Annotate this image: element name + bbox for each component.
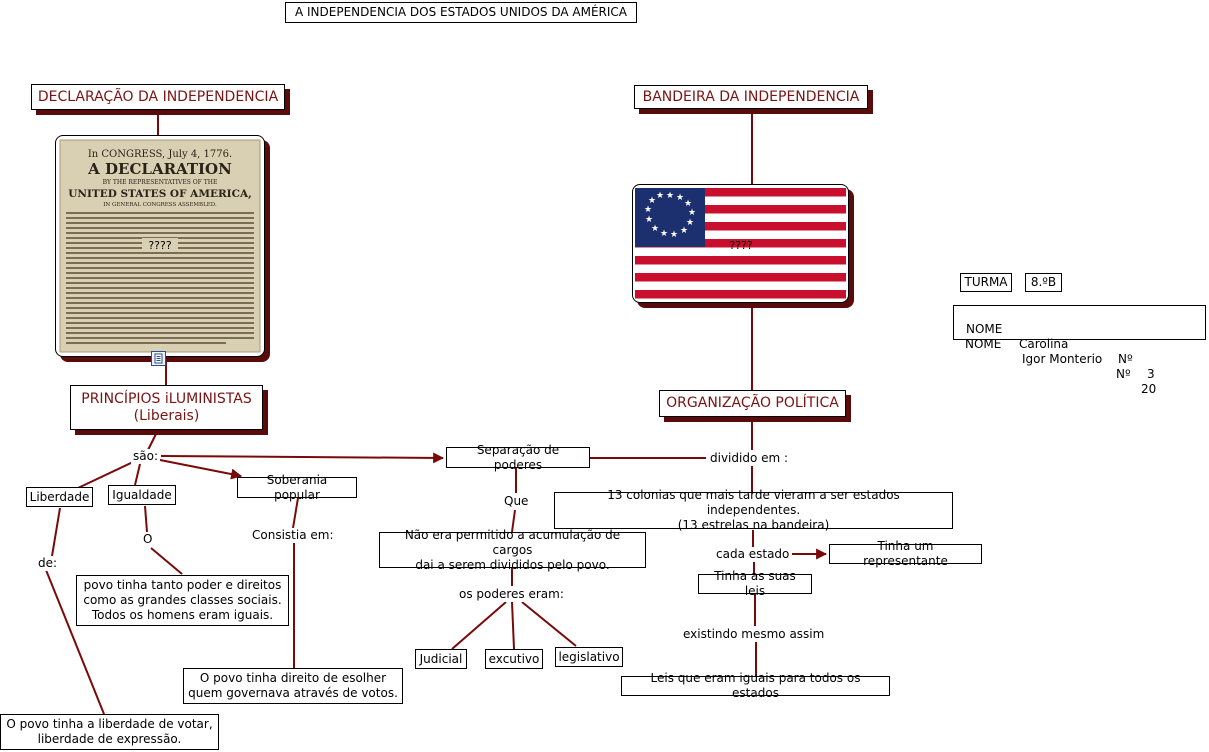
declaration-document-picture: In CONGRESS, July 4, 1776. A DECLARATION… — [59, 139, 261, 353]
link-soberania-consistia — [292, 497, 299, 529]
nome-label: NOME — [965, 337, 1002, 351]
svg-text:★: ★ — [645, 215, 653, 225]
povo-escolher-node[interactable]: O povo tinha direito de esolher quem gov… — [183, 668, 403, 704]
svg-text:★: ★ — [686, 218, 694, 228]
aluno-row: NOME Igor Monterio Nº 20 — [954, 322, 1205, 396]
executivo-node[interactable]: excutivo — [485, 649, 543, 669]
aluno-numero: 20 — [1141, 382, 1157, 396]
link-igualdade-o — [144, 505, 148, 533]
map-title: A INDEPENDENCIA DOS ESTADOS UNIDOS DA AM… — [285, 2, 637, 23]
numero-label: Nº — [1116, 367, 1131, 381]
organizacao-node[interactable]: ORGANIZAÇÃO POLÍTICA — [659, 390, 846, 417]
consistia-label: Consistia em: — [250, 528, 336, 543]
cada-estado-label: cada estado — [714, 547, 792, 562]
link-que-naopermitido — [511, 509, 516, 533]
bandeira-image[interactable]: ★★★ ★★★ ★★★ ★★★ ★ ???? — [632, 184, 849, 303]
bandeira-node[interactable]: BANDEIRA DA INDEPENDENCIA — [634, 85, 868, 109]
link-poderes-executivo — [511, 601, 515, 650]
svg-text:????: ???? — [729, 239, 753, 252]
link-poderes-legislativo — [521, 601, 577, 647]
aluno-name: Carolina — [1019, 337, 1069, 351]
declaracao-image[interactable]: In CONGRESS, July 4, 1776. A DECLARATION… — [55, 135, 265, 357]
representante-node[interactable]: Tinha um representante — [829, 539, 982, 568]
separacao-node[interactable]: Separação de poderes — [446, 443, 590, 472]
svg-text:★: ★ — [684, 199, 692, 209]
turma-value-box: 8.ºB — [1025, 273, 1062, 292]
svg-text:????: ???? — [148, 239, 172, 252]
sao-label: são: — [131, 449, 160, 464]
dividido-label: dividido em : — [708, 451, 791, 466]
svg-text:A DECLARATION: A DECLARATION — [87, 160, 232, 178]
existindo-label: existindo mesmo assim — [681, 627, 827, 642]
numero-label: Nº — [1118, 352, 1133, 366]
principios-node[interactable]: PRINCÍPIOS iLUMINISTAS (Liberais) — [70, 385, 263, 430]
svg-text:★: ★ — [656, 191, 664, 201]
svg-text:IN GENERAL CONGRESS ASSEMBLED.: IN GENERAL CONGRESS ASSEMBLED. — [103, 202, 217, 208]
link-liberdade-de — [51, 507, 61, 557]
povo-votar-node[interactable]: O povo tinha a liberdade de votar, liber… — [0, 714, 219, 750]
nao-permitido-node[interactable]: Não era permitido a acumulação de cargos… — [379, 528, 646, 572]
aluno-row: NOME Carolina Nº 3 — [954, 307, 1205, 381]
svg-text:★: ★ — [660, 229, 668, 239]
svg-text:★: ★ — [666, 191, 674, 201]
nome-label: NOME — [966, 322, 1003, 336]
alunos-box: NOME Carolina Nº 3 NOME Igor Monterio Nº… — [953, 305, 1206, 396]
judicial-node[interactable]: Judicial — [415, 649, 467, 669]
colonias-node[interactable]: 13 colonias que mais tarde vieram a ser … — [554, 488, 953, 532]
svg-text:★: ★ — [688, 208, 696, 218]
link-o-povo — [150, 547, 183, 575]
de-label: de: — [36, 556, 60, 571]
link-poderes-judicial — [451, 601, 507, 650]
us-flag-picture: ★★★ ★★★ ★★★ ★★★ ★ ???? — [635, 188, 846, 299]
link-de-votar — [45, 569, 105, 715]
o-label: O — [141, 532, 155, 547]
legislativo-node[interactable]: legislativo — [555, 647, 623, 667]
liberdade-node[interactable]: Liberdade — [26, 487, 93, 507]
igualdade-node[interactable]: Igualdade — [108, 485, 176, 505]
link-sao-soberania — [159, 459, 243, 480]
svg-text:★: ★ — [651, 224, 659, 234]
aluno-name: Igor Monterio — [1022, 352, 1103, 366]
povo-igual-node[interactable]: povo tinha tanto poder e direitos como a… — [76, 575, 289, 626]
link-sao-separacao — [160, 452, 445, 464]
svg-text:In CONGRESS, July 4, 1776.: In CONGRESS, July 4, 1776. — [88, 149, 232, 160]
svg-text:★: ★ — [648, 196, 656, 206]
svg-text:UNITED STATES OF AMERICA,: UNITED STATES OF AMERICA, — [68, 188, 252, 200]
svg-text:★: ★ — [676, 193, 684, 203]
declaracao-node[interactable]: DECLARAÇÃO DA INDEPENDENCIA — [31, 84, 285, 110]
aluno-numero: 3 — [1147, 367, 1155, 381]
leis-iguais-node[interactable]: Leis que eram iguais para todos os estad… — [621, 671, 890, 700]
link-principios-sao — [147, 431, 158, 451]
svg-text:★: ★ — [670, 230, 678, 240]
link-sao-liberdade — [77, 461, 134, 489]
soberania-node[interactable]: Soberania popular — [237, 473, 357, 502]
attached-document-icon[interactable] — [151, 351, 166, 366]
svg-text:★: ★ — [644, 205, 652, 215]
svg-text:★: ★ — [680, 226, 688, 236]
link-sao-igualdade — [134, 463, 141, 486]
que-label: Que — [502, 494, 531, 509]
poderes-eram-label: os poderes eram: — [457, 587, 566, 602]
suas-leis-node[interactable]: Tinha as suas leis — [698, 569, 812, 598]
svg-text:BY THE REPRESENTATIVES OF THE: BY THE REPRESENTATIVES OF THE — [103, 179, 218, 186]
turma-label-box: TURMA — [960, 273, 1012, 292]
